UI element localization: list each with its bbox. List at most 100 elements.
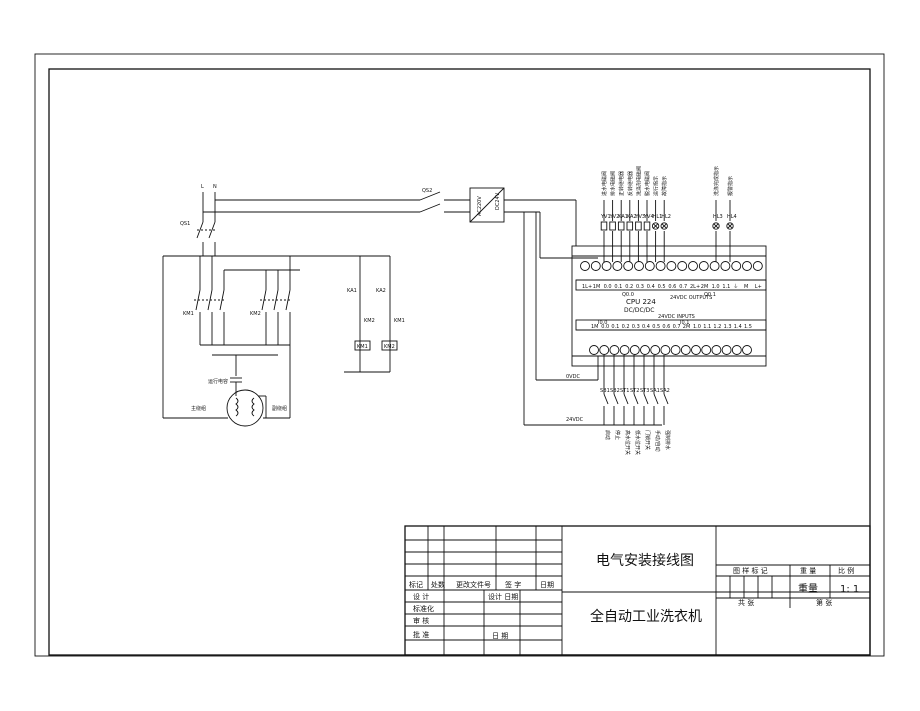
stage-label: 图 样 标 记 [733, 566, 768, 575]
revision-headers: 标记处数更改文件号签 字日期 [409, 580, 554, 589]
revision-header: 签 字 [505, 580, 521, 589]
output-terminal-label: L+ [755, 284, 762, 290]
qs1-label: QS1 [180, 221, 190, 227]
output-description: 排水电磁阀 [610, 171, 617, 196]
input-terminal-label: 0.1 [611, 324, 619, 330]
role-label: 批 准 [413, 630, 429, 639]
coil-icon [609, 221, 616, 231]
output-device-label: YV4 [643, 214, 654, 220]
motor [226, 389, 264, 427]
psu-input-label: AC220V [477, 196, 483, 216]
output-device-label: HL2 [661, 214, 671, 220]
output-terminal-label: ⏚ [733, 283, 738, 290]
plc: CPU 224 DC/DC/DC 24VDC OUTPUTS 24VDC INP… [523, 166, 767, 455]
output-terminal [623, 261, 634, 271]
total-sheets: 共 张 [738, 598, 754, 607]
indicator-lamp-icon [660, 222, 668, 230]
output-description: 反转继电器 [627, 171, 634, 196]
km1-coil-label: KM1 [357, 344, 368, 350]
cpu-label: CPU 224 [626, 298, 656, 306]
km2-coil [381, 340, 398, 351]
output-terminal [731, 261, 742, 271]
input-terminal [599, 345, 610, 355]
coil-icon [600, 221, 608, 231]
input-terminal [731, 345, 742, 355]
output-description: 洗涤完成指示 [713, 166, 720, 196]
output-terminal-strip [575, 279, 767, 291]
relay-control: KA1 KA2 KM2 KM1 KM1 KM2 [344, 256, 405, 373]
input-device-label: ST2 [630, 388, 639, 394]
input-terminal [609, 345, 620, 355]
scale-value: 1: 1 [840, 584, 859, 595]
l-label: L [201, 184, 204, 190]
input-device-label: SB2 [610, 388, 620, 394]
input-terminal-label: 1.1 [703, 324, 711, 330]
output-terminal-label: 0.5 [658, 284, 666, 290]
input-terminal [589, 345, 599, 355]
km1-coil [354, 340, 371, 351]
v24-label: 24VDC [566, 417, 584, 423]
input-terminal-label: 2M [683, 324, 691, 330]
output-terminal [688, 261, 698, 271]
output-description: 运行指示 [653, 176, 660, 196]
output-terminal-label: 0.4 [647, 284, 655, 290]
input-description: 强制排水 [664, 430, 671, 450]
role-label: 审 核 [413, 616, 429, 625]
weight-label: 重 量 [800, 567, 816, 575]
input-terminal-strip [575, 319, 767, 331]
output-terminal [612, 261, 623, 271]
input-terminal [701, 345, 712, 355]
input-terminal [680, 345, 691, 355]
input-terminal [711, 345, 722, 355]
input-terminal [742, 345, 752, 355]
revision-header: 更改文件号 [456, 580, 491, 589]
input-terminal [670, 345, 681, 355]
input-terminal-label: 1.4 [734, 324, 742, 330]
input-terminal-label: 0.5 [652, 324, 660, 330]
date-label: 日 期 [492, 632, 508, 640]
ka2-label: KA2 [376, 288, 386, 294]
output-terminal-label: 1.1 [722, 284, 730, 290]
output-device-label: KA2 [627, 214, 637, 220]
input-terminal-label: 0.4 [642, 324, 650, 330]
output-device-label: YV3 [634, 214, 645, 220]
output-terminal-label: 0.6 [668, 284, 676, 290]
input-terminal [691, 345, 701, 355]
km1-interlock-label: KM2 [364, 318, 375, 324]
output-devices: YV1进水电磁阀YV2排水电磁阀KA1正转继电器KA2反转继电器YV3洗涤剂电磁… [600, 166, 737, 262]
input-terminal-label: 1.0 [693, 324, 701, 330]
input-terminal-label: 0.7 [673, 324, 681, 330]
revision-header: 处数 [431, 580, 445, 589]
plc-body [571, 245, 767, 367]
km2-label: KM2 [250, 311, 261, 317]
output-terminal-label: M [744, 284, 748, 290]
outputs-label: 24VDC OUTPUTS [670, 295, 712, 301]
sheet-no: 第 张 [816, 598, 832, 607]
input-terminal-label: 0.2 [622, 324, 630, 330]
n-label: N [213, 184, 217, 190]
qs2-label: QS2 [422, 188, 432, 194]
output-terminal [601, 261, 612, 271]
output-terminal [580, 261, 590, 271]
output-terminal-label: 2L+ [690, 284, 700, 290]
output-terminal [666, 261, 677, 271]
revision-header: 标记 [409, 580, 423, 589]
input-description: 高水位开关 [624, 430, 631, 455]
input-terminal [640, 345, 650, 355]
output-terminal [677, 261, 688, 271]
input-terminal [629, 345, 640, 355]
output-device-label: YV1 [600, 214, 611, 220]
power-supply: L N QS2 AC220V DC24V QS1 [180, 184, 576, 256]
input-description: 手动/自动 [654, 430, 661, 452]
output-terminal-label: 0.2 [625, 284, 633, 290]
input-device-label: SA1 [650, 388, 660, 394]
motor-circuit: KM1 KM2 运行电容 主绕组 副绕组 [162, 255, 390, 427]
output-device-label: HL4 [727, 214, 737, 220]
input-terminal [721, 345, 732, 355]
output-terminal [634, 261, 644, 271]
input-device-label: ST1 [620, 388, 629, 394]
coil-icon [635, 221, 642, 231]
